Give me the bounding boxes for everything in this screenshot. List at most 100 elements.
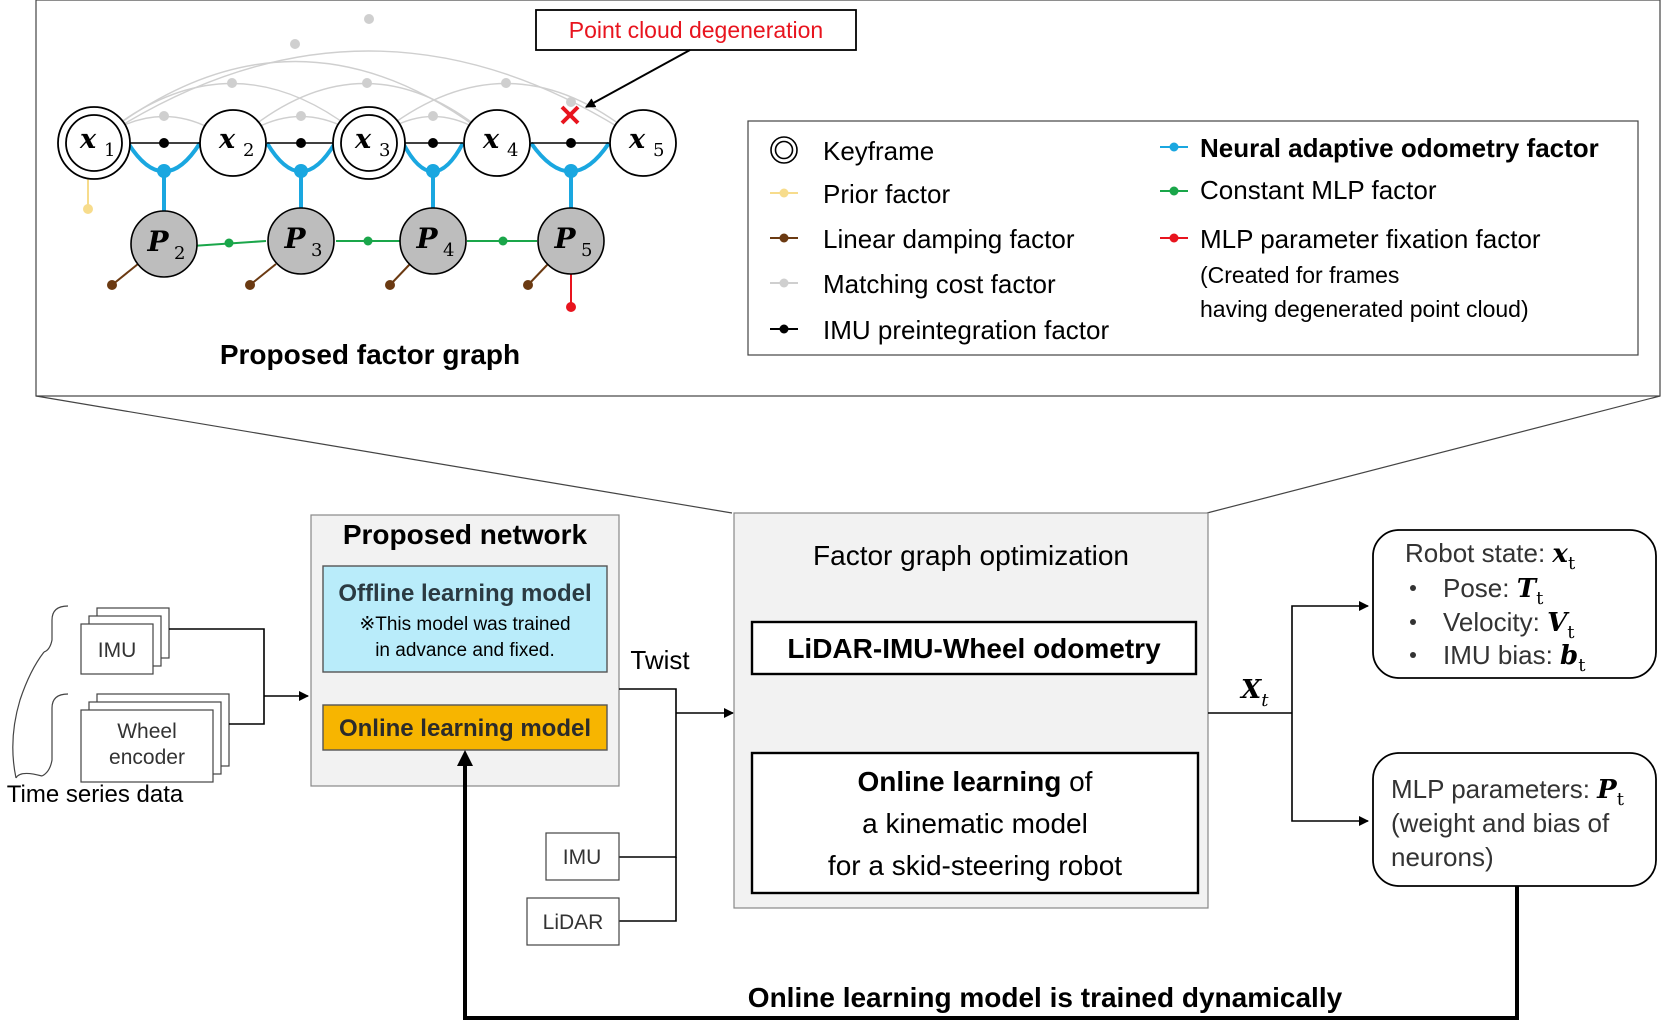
legend-item-keyframe: Keyframe: [770, 136, 934, 166]
learning-line-1: Online learning of: [858, 766, 1093, 797]
bullet-icon: [1410, 585, 1416, 591]
zoom-line-right: [1206, 395, 1661, 514]
bullet-icon: [1410, 619, 1416, 625]
input-imu: IMU: [80, 607, 170, 675]
factor-graph-optimization: Factor graph optimization LiDAR-IMU-Whee…: [733, 512, 1209, 909]
sensor-lidar: LiDAR: [526, 897, 620, 946]
learning-line-2: a kinematic model: [862, 808, 1088, 839]
twist-connectors: [619, 688, 734, 922]
odometry-box: LiDAR-IMU-Wheel odometry: [750, 620, 1198, 676]
legend-label-damping: Linear damping factor: [823, 224, 1075, 254]
legend-item-fixation: MLP parameter fixation factor (Created f…: [1160, 224, 1541, 322]
mlp-sym: P: [1596, 775, 1618, 805]
robot-state-velocity-sub: t: [1567, 622, 1575, 643]
legend-item-const-mlp: Constant MLP factor: [1160, 175, 1437, 205]
param-node-p5: P 5: [537, 207, 605, 275]
const-mlp-factor-icon: [1160, 186, 1188, 196]
legend-label-fixation: MLP parameter fixation factor: [1200, 224, 1541, 254]
state-node-x3: x 3: [332, 106, 406, 180]
degeneration-callout-text: Point cloud degeneration: [569, 17, 823, 43]
learning-rest: of: [1061, 766, 1092, 797]
prior-factor: [83, 178, 93, 214]
param-node-p2: P 2: [130, 210, 198, 278]
bullet-icon: [1410, 652, 1416, 658]
online-learning-model: Online learning model: [322, 704, 608, 751]
legend-item-damping: Linear damping factor: [770, 224, 1075, 254]
imu-factor-icon: [770, 324, 798, 334]
input-wheel-encoder: Wheel encoder: [80, 693, 230, 783]
prior-factor-icon: [770, 188, 798, 198]
param-node-p5-symbol: P: [553, 222, 576, 255]
sensor-imu: IMU: [545, 832, 620, 881]
offline-note-1: ※This model was trained: [359, 614, 570, 635]
state-node-x1-symbol: x: [79, 124, 97, 155]
online-learning-box: Online learning of a kinematic model for…: [750, 751, 1200, 895]
offline-learning-model: Offline learning model ※This model was t…: [322, 565, 608, 673]
param-node-p4-sub: 4: [443, 240, 454, 261]
param-node-p3-sub: 3: [311, 240, 322, 261]
state-node-x2: x 2: [199, 109, 267, 177]
state-node-x5: x 5: [609, 109, 677, 177]
network-title: Proposed network: [343, 519, 588, 550]
naf-dots: [157, 164, 578, 178]
legend-fixation-note-1: (Created for frames: [1200, 262, 1399, 288]
legend: Keyframe Prior factor Linear damping fac…: [747, 120, 1639, 356]
output-connectors: [1208, 601, 1369, 826]
legend-box: [747, 120, 1639, 356]
keyframe-icon: [770, 136, 798, 164]
sensor-lidar-label: LiDAR: [543, 911, 604, 934]
fixation-factor-icon: [1160, 233, 1188, 243]
mlp-parameters-box: MLP parameters: Pt (weight and bias of n…: [1372, 752, 1657, 887]
state-node-x1: x 1: [57, 106, 131, 180]
robot-state-pose: Pose: Tt: [1443, 573, 1544, 609]
input-wheel-label-2: encoder: [109, 746, 185, 769]
state-node-x2-sub: 2: [243, 140, 254, 161]
mlp-line-1: MLP parameters: Pt: [1391, 774, 1625, 810]
time-series-brace-icon: [12, 605, 69, 779]
param-node-p5-sub: 5: [581, 240, 592, 261]
legend-label-matching: Matching cost factor: [823, 269, 1056, 299]
degeneration-arrow: [585, 49, 691, 108]
state-node-x5-symbol: x: [628, 124, 646, 155]
matching-cost-dots: [159, 14, 576, 121]
state-node-x1-sub: 1: [104, 140, 115, 161]
param-node-p2-symbol: P: [146, 225, 169, 258]
input-connectors: [169, 628, 309, 725]
offline-note-2: in advance and fixed.: [375, 640, 555, 661]
state-node-x3-symbol: x: [354, 124, 372, 155]
imu-preintegration-dots: [159, 138, 576, 148]
param-node-p3-symbol: P: [283, 222, 306, 255]
robot-state-bias-sym: b: [1560, 641, 1578, 671]
robot-state-velocity: Velocity: Vt: [1443, 607, 1575, 643]
legend-item-imu: IMU preintegration factor: [770, 315, 1109, 345]
matching-factor-icon: [770, 278, 798, 288]
feedback-loop: [457, 750, 1519, 1020]
feedback-label: Online learning model is trained dynamic…: [748, 982, 1343, 1013]
robot-state-bias: IMU bias: bt: [1443, 640, 1586, 676]
mlp-sub: t: [1617, 789, 1625, 810]
damping-factor-icon: [770, 233, 798, 243]
optimization-title: Factor graph optimization: [813, 540, 1129, 571]
legend-fixation-note-2: having degenerated point cloud): [1200, 296, 1529, 322]
sensor-imu-label: IMU: [563, 846, 602, 869]
factor-graph-title: Proposed factor graph: [220, 339, 520, 370]
output-symbol: Xt: [1239, 675, 1269, 711]
mlp-line-3: neurons): [1391, 842, 1494, 872]
legend-label-naf: Neural adaptive odometry factor: [1200, 133, 1599, 163]
param-node-p4: P 4: [399, 207, 467, 275]
mlp-line-1-text: MLP parameters:: [1391, 774, 1597, 804]
robot-state-velocity-label: Velocity:: [1443, 607, 1547, 637]
learning-line-3: for a skid-steering robot: [828, 850, 1122, 881]
zoom-line-left: [35, 395, 733, 514]
input-wheel-label-1: Wheel: [117, 720, 177, 743]
legend-item-matching: Matching cost factor: [770, 269, 1056, 299]
param-node-p3: P 3: [267, 207, 335, 275]
robot-state-bias-sub: t: [1578, 655, 1586, 676]
legend-label-imu: IMU preintegration factor: [823, 315, 1109, 345]
linear-damping-dots: [107, 280, 533, 290]
param-node-p2-sub: 2: [174, 243, 185, 264]
robot-state-box: Robot state: xt Pose: Tt Velocity: Vt IM…: [1372, 529, 1657, 679]
state-node-x3-sub: 3: [379, 140, 390, 161]
robot-state-velocity-sym: V: [1547, 608, 1570, 638]
